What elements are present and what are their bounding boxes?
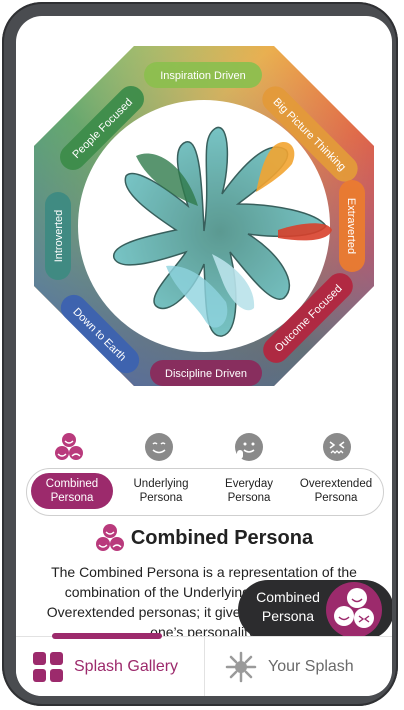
combined-persona-icon bbox=[326, 582, 382, 638]
persona-icons-row bbox=[16, 424, 392, 512]
device-frame: Inspiration Driven Big Picture Thinking … bbox=[2, 2, 398, 706]
active-tab-indicator bbox=[52, 633, 162, 639]
badge-label-line1: Combined bbox=[256, 589, 320, 605]
app-screen: Inspiration Driven Big Picture Thinking … bbox=[16, 16, 392, 696]
tab-label-line1: Everyday bbox=[225, 478, 273, 490]
tab-label-line2: Persona bbox=[50, 492, 94, 504]
segment-label: Inspiration Driven bbox=[160, 70, 246, 82]
persona-wheel: Inspiration Driven Big Picture Thinking … bbox=[34, 46, 374, 386]
bottom-navigation: Splash Gallery Your Splash bbox=[16, 633, 392, 696]
your-splash-label: Your Splash bbox=[268, 658, 354, 675]
segment-label: Discipline Driven bbox=[165, 368, 247, 380]
badge-label: Combined Persona bbox=[252, 588, 324, 626]
tab-label-line2: Persona bbox=[139, 492, 183, 504]
badge-label-line2: Persona bbox=[261, 608, 315, 624]
combined-persona-icon bbox=[95, 524, 124, 551]
tab-your-splash[interactable]: Your Splash bbox=[224, 637, 384, 696]
segment-introverted[interactable]: Introverted bbox=[45, 192, 71, 280]
tab-label-line1: Underlying bbox=[133, 478, 189, 490]
tab-label-line1: Combined bbox=[45, 478, 99, 490]
segment-extraverted[interactable]: Extraverted bbox=[339, 180, 365, 272]
tab-splash-gallery[interactable]: Splash Gallery bbox=[32, 637, 202, 696]
tab-label-line1: Overextended bbox=[299, 478, 373, 490]
nav-divider bbox=[204, 637, 205, 696]
overextended-persona-icon[interactable] bbox=[322, 432, 352, 462]
combined-persona-floating-badge[interactable]: Combined Persona bbox=[238, 580, 392, 640]
underlying-persona-icon[interactable] bbox=[144, 432, 174, 462]
tab-label-line2: Persona bbox=[314, 492, 358, 504]
segment-label: Introverted bbox=[53, 210, 65, 263]
persona-title-row: Combined Persona bbox=[16, 520, 392, 556]
segment-label: Extraverted bbox=[345, 198, 357, 254]
combined-persona-icon[interactable] bbox=[54, 432, 84, 462]
splash-icon bbox=[225, 651, 257, 683]
grid-icon bbox=[33, 652, 63, 682]
splash-gallery-label: Splash Gallery bbox=[74, 658, 179, 675]
page-title: Combined Persona bbox=[130, 526, 314, 549]
everyday-persona-icon[interactable] bbox=[234, 432, 264, 462]
segment-discipline-driven[interactable]: Discipline Driven bbox=[150, 360, 262, 386]
tab-label-line2: Persona bbox=[227, 492, 271, 504]
splash-shape bbox=[113, 126, 332, 337]
segment-inspiration-driven[interactable]: Inspiration Driven bbox=[144, 62, 262, 88]
